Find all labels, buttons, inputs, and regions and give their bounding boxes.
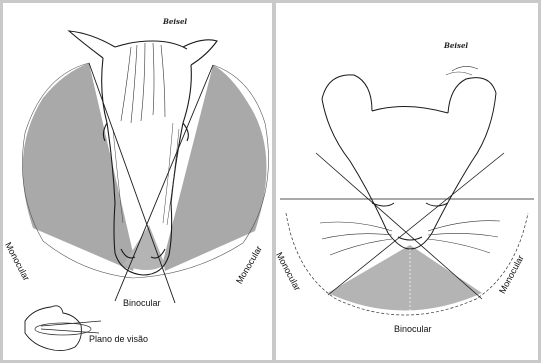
binocular-label: Binocular <box>394 325 432 334</box>
cat-head <box>322 75 496 249</box>
plano-de-visao-label: Plano de visão <box>89 335 148 344</box>
binocular-field <box>328 245 482 311</box>
artist-signature: Beisel <box>163 17 187 26</box>
binocular-label: Binocular <box>123 299 161 308</box>
artist-signature: Beisel <box>444 41 468 50</box>
cat-whiskers <box>320 66 500 255</box>
cat-vision-panel: Beisel Binocular Monocular Monocular <box>276 3 538 360</box>
horse-vision-panel: Beisel Binocular Monocular Monocular Pla… <box>3 3 272 360</box>
cat-vision-illustration <box>276 3 538 360</box>
